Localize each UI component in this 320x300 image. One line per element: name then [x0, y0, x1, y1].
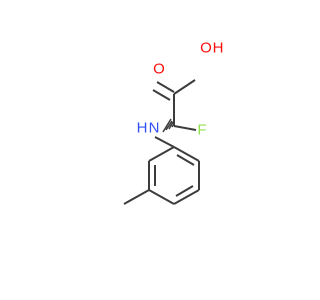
- amine-hydrogen-label: H: [137, 120, 148, 137]
- atom-labels: O O H F H N: [137, 40, 224, 139]
- stereo-hash-wedge: [162, 118, 175, 133]
- bond-c-oh: [173, 79, 196, 95]
- bond-methyl: [123, 189, 150, 205]
- ring-bond-4: [148, 189, 175, 205]
- amine-nitrogen-label: N: [149, 120, 160, 137]
- ring-double-2: [175, 185, 194, 197]
- fluorine-label: F: [197, 122, 206, 139]
- bond-n-ring: [154, 136, 175, 148]
- bonds: [123, 79, 200, 205]
- oxygen-carbonyl-label: O: [153, 61, 165, 78]
- bond-carbonyl-2: [152, 89, 171, 101]
- hydroxyl-hydrogen-label: H: [213, 40, 224, 57]
- ring-bond-3: [173, 189, 200, 205]
- ring-double-1: [176, 154, 195, 166]
- ring-bond-1: [173, 146, 200, 162]
- bond-alpha-f: [173, 125, 197, 131]
- ring-bond-6: [148, 146, 175, 162]
- hydroxyl-oxygen-label: O: [200, 40, 212, 57]
- bond-carbonyl-1: [156, 81, 175, 93]
- molecule-structure-diagram: O O H F H N: [123, 40, 224, 205]
